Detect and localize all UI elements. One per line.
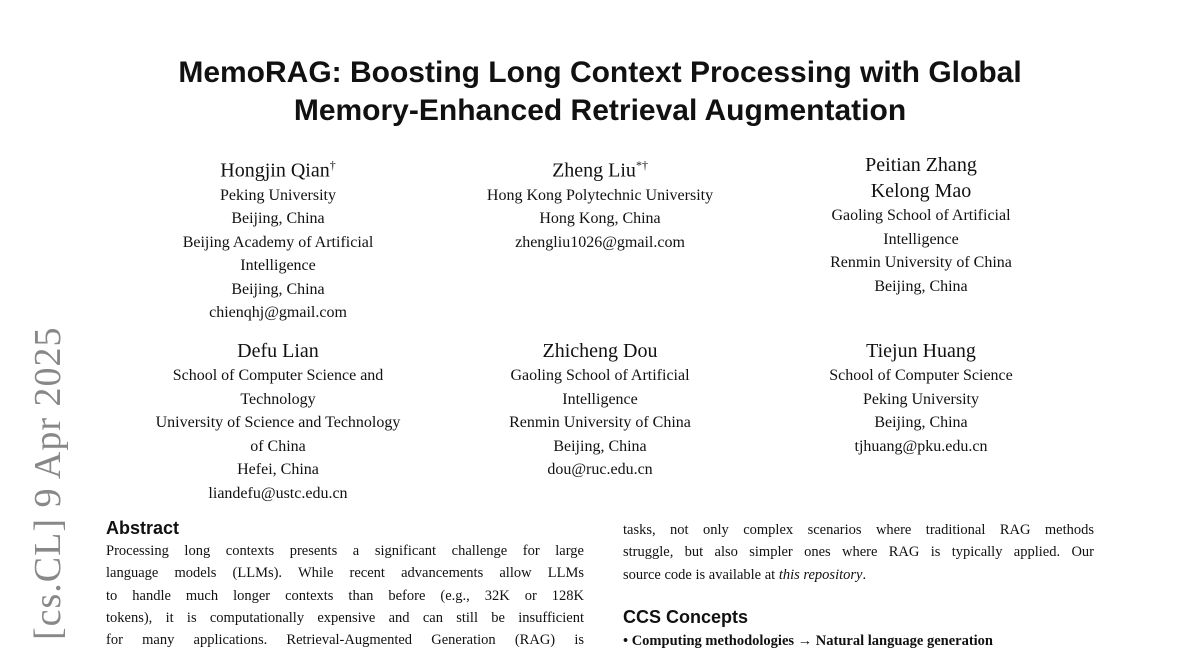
author-email[interactable]: dou@ruc.edu.cn	[547, 461, 653, 478]
author-email[interactable]: tjhuang@pku.edu.cn	[854, 437, 988, 455]
author-affiliation: Gaoling School of Artificial	[510, 367, 690, 384]
author-name: Tiejun Huang	[866, 340, 976, 362]
author-name: Peitian Zhang	[865, 154, 977, 176]
author-affiliation: Technology	[240, 390, 316, 408]
author-mark: †	[329, 158, 336, 172]
author-email[interactable]: chienqhj@gmail.com	[209, 304, 347, 322]
author-email[interactable]: zhengliu1026@gmail.com	[515, 233, 685, 251]
author-affiliation: Beijing, China	[553, 437, 647, 455]
author-affiliation: School of Computer Science and	[172, 367, 384, 384]
author-affiliation: of China	[250, 437, 306, 455]
author-affiliation: University of Science and Technology	[155, 414, 401, 431]
author-affiliation: School of Computer Science	[829, 367, 1013, 384]
author-affiliation: Beijing, China	[231, 210, 325, 228]
author-name: Kelong Mao	[870, 180, 972, 202]
author-affiliation: Renmin University of China	[509, 414, 691, 431]
author-mark: *†	[635, 158, 648, 172]
author-affiliation: Beijing, China	[874, 277, 968, 295]
author-affiliation: Hong Kong, China	[539, 210, 661, 228]
author-email[interactable]: liandefu@ustc.edu.cn	[208, 484, 348, 502]
author-name: Zhicheng Dou	[542, 340, 658, 362]
author-affiliation: Peking University	[220, 186, 336, 204]
ccs-item: • Computing methodologies → Natural lang…	[623, 633, 993, 649]
ccs-heading: CCS Concepts	[623, 607, 749, 627]
author-affiliation: Intelligence	[562, 390, 638, 408]
author-affiliation: Intelligence	[883, 230, 959, 248]
author-name: Hongjin Qian†	[220, 158, 336, 182]
author-affiliation: Beijing Academy of Artificial	[182, 233, 374, 251]
abstract-heading: Abstract	[106, 518, 180, 538]
author-block: Zheng Liu*† Hong Kong Polytechnic Univers…	[435, 152, 765, 254]
author-affiliation: Gaoling School of Artificial	[831, 207, 1011, 224]
paper-title: MemoRAG: Boosting Long Context Processin…	[178, 56, 1022, 127]
repository-link[interactable]: this repository	[778, 566, 863, 583]
author-affiliation: Peking University	[863, 390, 979, 408]
abstract-continued: tasks, not only complex scenarios where …	[623, 522, 1094, 583]
author-affiliation: Hefei, China	[237, 461, 319, 478]
author-affiliation: Renmin University of China	[830, 254, 1012, 271]
author-affiliation: Intelligence	[240, 257, 316, 275]
author-name: Zheng Liu*†	[552, 158, 648, 182]
arxiv-stamp: [cs.CL] 9 Apr 2025	[27, 326, 69, 640]
author-affiliation: Beijing, China	[231, 280, 325, 298]
author-name: Defu Lian	[237, 340, 319, 362]
abstract-body: Processing long contexts presents a sign…	[106, 543, 584, 649]
author-affiliation: Beijing, China	[874, 414, 968, 431]
author-affiliation: Hong Kong Polytechnic University	[486, 186, 714, 204]
